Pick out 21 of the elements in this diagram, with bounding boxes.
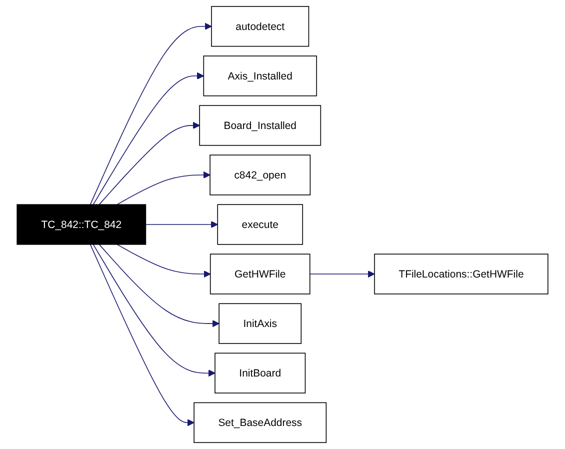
arrow — [116, 171, 210, 205]
node-box: execute — [217, 204, 304, 245]
node-box: c842_open — [210, 154, 311, 196]
node-box: InitAxis — [218, 303, 302, 344]
arrow — [98, 244, 220, 328]
node-box: TC_842::TC_842 — [16, 204, 146, 245]
node-box: TFileLocations::GetHWFile — [374, 254, 548, 294]
arrow — [116, 244, 211, 278]
node-box: Axis_Installed — [203, 56, 317, 96]
node-box: autodetect — [211, 6, 310, 47]
arrow — [90, 244, 194, 426]
node-box: Board_Installed — [199, 105, 322, 146]
arrow — [90, 22, 212, 205]
node-box: InitBoard — [214, 352, 306, 394]
arrow — [92, 244, 216, 377]
node-box: Set_BaseAddress — [194, 402, 327, 443]
arrow — [98, 122, 200, 205]
arrow — [92, 72, 204, 205]
node-box: GetHWFile — [210, 254, 310, 294]
arrow — [145, 220, 218, 228]
arrow — [309, 270, 375, 278]
